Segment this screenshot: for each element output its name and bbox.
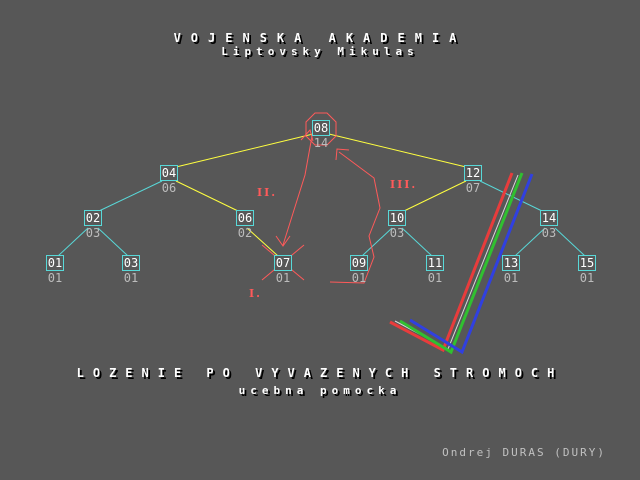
edge-14-15 xyxy=(554,227,586,257)
node-balance: 03 xyxy=(541,226,557,240)
edge-04-02 xyxy=(98,180,163,212)
node-balance: 03 xyxy=(389,226,405,240)
tree-node: 06 xyxy=(236,210,254,226)
insertion-annotations xyxy=(261,112,381,284)
tree-node: 01 xyxy=(46,255,64,271)
edge-02-03 xyxy=(97,227,129,257)
arrow-head-down xyxy=(275,235,291,247)
tree-node: 03 xyxy=(122,255,140,271)
step-label-1: I. xyxy=(249,287,262,300)
node-balance: 02 xyxy=(237,226,253,240)
edge-02-01 xyxy=(57,227,89,257)
edge-06-07 xyxy=(246,227,279,257)
topic-subtitle: ucebna pomocka xyxy=(238,384,402,397)
edge-04-06 xyxy=(175,180,239,212)
root-highlight-octagon xyxy=(305,112,337,146)
arrow-path-down xyxy=(282,135,313,246)
step-label-3: III. xyxy=(390,178,418,191)
node-balance: 01 xyxy=(579,271,595,285)
tree-node: 07 xyxy=(274,255,292,271)
tree-node: 10 xyxy=(388,210,406,226)
step-label-2: II. xyxy=(257,186,278,199)
tree-node: 02 xyxy=(84,210,102,226)
tree-node: 09 xyxy=(350,255,368,271)
tree-edges xyxy=(57,133,586,257)
edge-12-10 xyxy=(403,180,467,212)
tree-node: 12 xyxy=(464,165,482,181)
node-balance: 06 xyxy=(161,181,177,195)
node-balance: 01 xyxy=(47,271,63,285)
edge-10-09 xyxy=(361,227,393,257)
arrow-head-root xyxy=(335,148,350,161)
node-balance: 03 xyxy=(85,226,101,240)
academy-location: Liptovsky Mikulas xyxy=(221,45,419,58)
node-balance: 01 xyxy=(351,271,367,285)
node-balance: 01 xyxy=(427,271,443,285)
tree-node: 04 xyxy=(160,165,178,181)
node-balance: 01 xyxy=(275,271,291,285)
tree-node: 15 xyxy=(578,255,596,271)
node-balance: 01 xyxy=(123,271,139,285)
mark-red xyxy=(389,172,514,353)
tree-node: 14 xyxy=(540,210,558,226)
author-credit: Ondrej DURAS (DURY) xyxy=(442,446,606,459)
rotation-marks xyxy=(389,172,534,355)
tree-node: 13 xyxy=(502,255,520,271)
mark-green xyxy=(399,172,524,355)
node-balance: 01 xyxy=(503,271,519,285)
edge-08-12 xyxy=(328,133,467,168)
tree-node: 11 xyxy=(426,255,444,271)
node-balance: 14 xyxy=(313,136,329,150)
edge-12-14 xyxy=(479,180,543,212)
edge-08-04 xyxy=(175,133,314,168)
arrow-head-up xyxy=(300,128,314,142)
topic-title: LOZENIE PO VYVAZENYCH STROMOCH xyxy=(76,366,564,380)
tree-node: 08 xyxy=(312,120,330,136)
arrow-path-up xyxy=(329,151,381,284)
mark-blue xyxy=(409,173,534,355)
edge-10-11 xyxy=(401,227,433,257)
academy-title: VOJENSKA AKADEMIA xyxy=(173,31,467,45)
edge-14-13 xyxy=(514,227,546,257)
node-balance: 07 xyxy=(465,181,481,195)
